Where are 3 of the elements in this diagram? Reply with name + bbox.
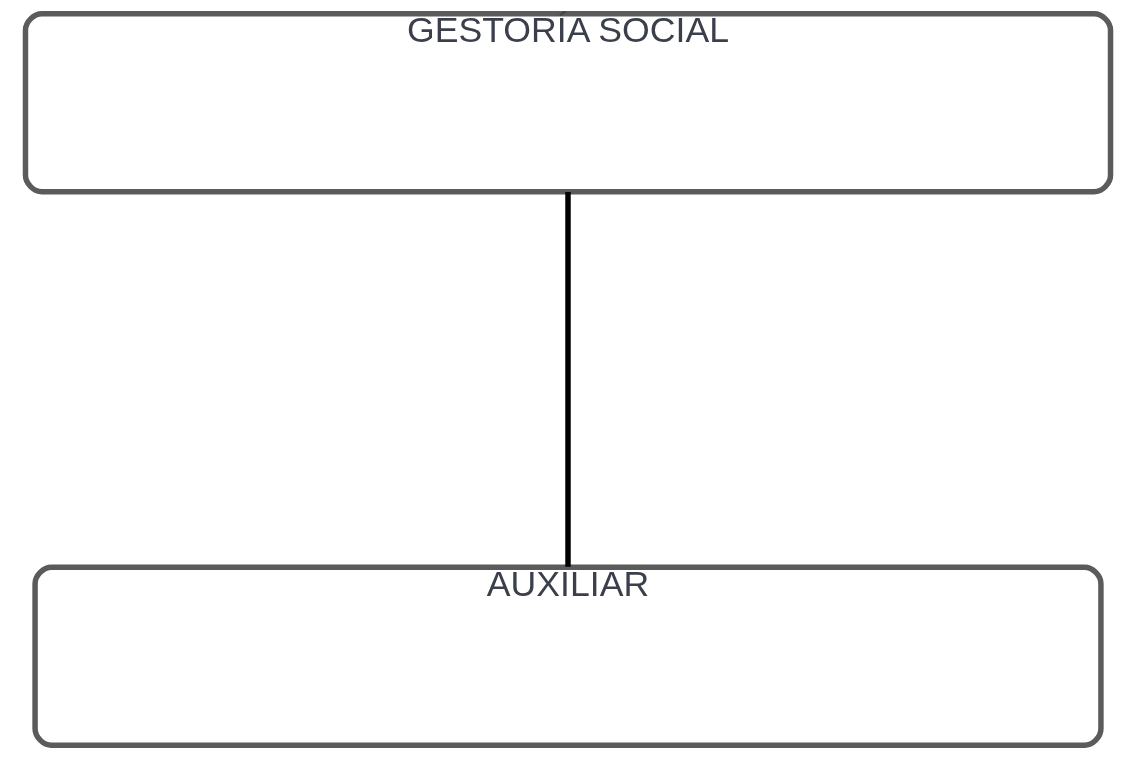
node-box: GESTORÍA SOCIAL <box>22 10 1114 195</box>
connector <box>565 192 571 567</box>
node-box: AUXILIAR <box>32 564 1104 749</box>
